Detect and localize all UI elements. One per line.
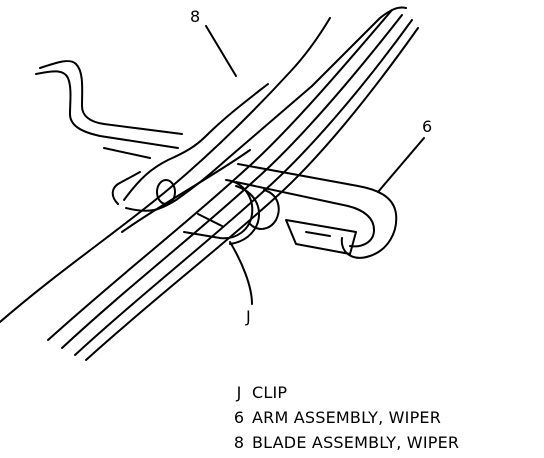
legend: J CLIP 6 ARM ASSEMBLY, WIPER 8 BLADE ASS… <box>226 380 542 455</box>
legend-text: CLIP <box>252 383 288 402</box>
leader-line-6 <box>377 137 425 193</box>
callout-6: 6 <box>422 117 432 136</box>
legend-key: 6 <box>233 408 245 427</box>
blade-rail-lower <box>47 9 419 361</box>
legend-row-clip: J CLIP <box>226 380 542 405</box>
blade-body <box>0 6 407 323</box>
leader-line-j <box>229 241 253 305</box>
legend-text: BLADE ASSEMBLY, WIPER <box>252 433 460 452</box>
legend-row-arm: 6 ARM ASSEMBLY, WIPER <box>226 405 542 430</box>
arm-assembly <box>235 163 398 259</box>
callout-j: J <box>245 307 251 326</box>
callout-8: 8 <box>190 7 200 26</box>
legend-key: 8 <box>233 433 245 452</box>
legend-key: J <box>236 383 242 402</box>
leader-line-8 <box>205 25 237 77</box>
clip-part <box>183 179 260 245</box>
frame-bracket <box>35 60 183 159</box>
legend-row-blade: 8 BLADE ASSEMBLY, WIPER <box>226 430 542 455</box>
legend-text: ARM ASSEMBLY, WIPER <box>252 408 442 427</box>
